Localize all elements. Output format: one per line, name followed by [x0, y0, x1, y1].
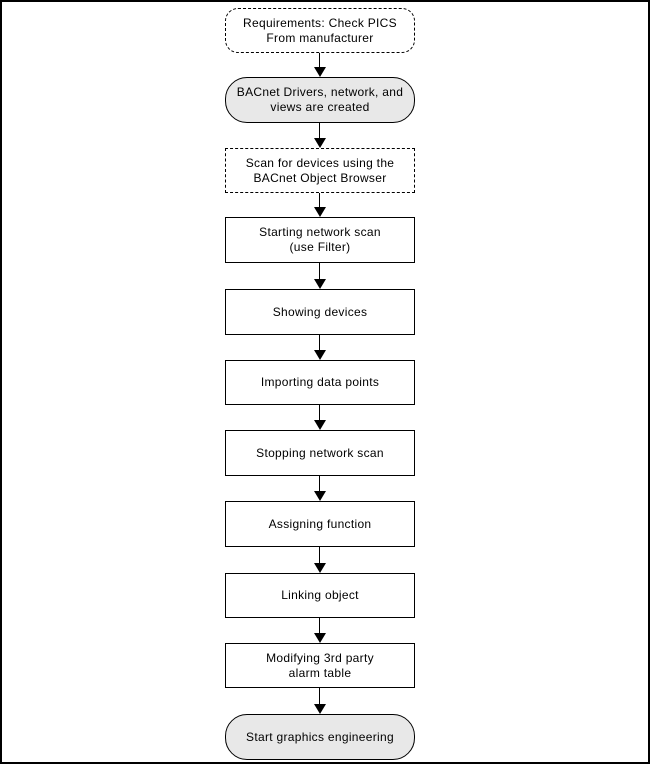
flow-arrow — [313, 335, 326, 360]
arrow-stem — [319, 688, 320, 704]
arrow-head-icon — [313, 704, 326, 714]
node-linking-object: Linking object — [225, 573, 415, 618]
node-assigning-function: Assigning function — [225, 501, 415, 547]
arrow-stem — [319, 263, 320, 279]
arrow-stem — [319, 123, 320, 138]
node-importing-data-points: Importing data points — [225, 360, 415, 405]
node-stopping-network-scan: Stopping network scan — [225, 430, 415, 476]
arrow-head-icon — [313, 67, 326, 77]
flow-arrow — [313, 193, 326, 217]
node-starting-network-scan: Starting network scan (use Filter) — [225, 217, 415, 263]
arrow-head-icon — [313, 279, 326, 289]
arrow-head-icon — [313, 350, 326, 360]
arrow-head-icon — [313, 138, 326, 148]
flow-arrow — [313, 618, 326, 643]
flow-arrow — [313, 547, 326, 573]
node-start-graphics-engineering: Start graphics engineering — [225, 714, 415, 760]
arrow-stem — [319, 193, 320, 207]
arrow-head-icon — [313, 207, 326, 217]
node-modifying-3rd-party-alarm-table: Modifying 3rd party alarm table — [225, 643, 415, 688]
node-showing-devices: Showing devices — [225, 289, 415, 335]
flow-arrow — [313, 263, 326, 289]
arrow-head-icon — [313, 633, 326, 643]
flow-arrow — [313, 405, 326, 430]
node-bacnet-drivers-created: BACnet Drivers, network, and views are c… — [225, 77, 415, 123]
flow-arrow — [313, 123, 326, 148]
arrow-stem — [319, 405, 320, 420]
arrow-stem — [319, 618, 320, 633]
arrow-stem — [319, 476, 320, 491]
node-requirements-check-pics: Requirements: Check PICS From manufactur… — [225, 8, 415, 53]
arrow-head-icon — [313, 491, 326, 501]
flow-arrow — [313, 688, 326, 714]
arrow-head-icon — [313, 563, 326, 573]
arrow-stem — [319, 53, 320, 67]
flow-arrow — [313, 476, 326, 501]
arrow-stem — [319, 335, 320, 350]
node-scan-for-devices: Scan for devices using the BACnet Object… — [225, 148, 415, 193]
flow-arrow — [313, 53, 326, 77]
arrow-head-icon — [313, 420, 326, 430]
arrow-stem — [319, 547, 320, 563]
